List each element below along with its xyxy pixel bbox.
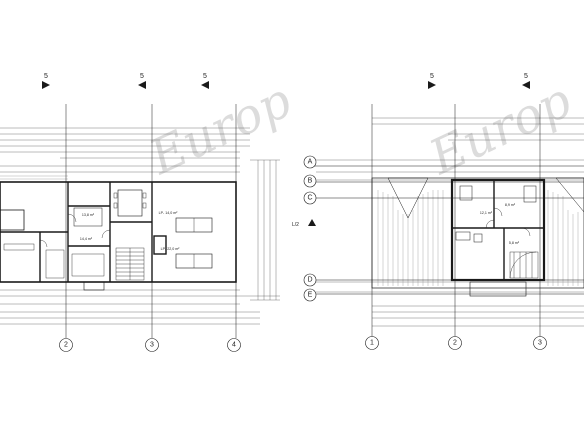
svg-text:5: 5 xyxy=(140,73,144,80)
svg-text:3: 3 xyxy=(538,340,542,347)
svg-text:L/2: L/2 xyxy=(292,222,299,228)
section-marker-left-3: 5 xyxy=(201,73,209,89)
svg-text:B: B xyxy=(308,178,313,185)
section-marker-left-1: 5 xyxy=(42,73,50,89)
room-area-label: 5,8 m² xyxy=(509,241,520,245)
svg-text:A: A xyxy=(308,159,313,166)
grid-row-b: B xyxy=(303,174,317,188)
grid-row-a: A xyxy=(303,155,317,169)
left-side-dimensions xyxy=(250,159,280,301)
svg-text:2: 2 xyxy=(64,342,68,349)
svg-text:2: 2 xyxy=(453,340,457,347)
left-bottom-dimensions xyxy=(0,289,280,325)
left-grid-axis-2: 2 xyxy=(59,338,73,352)
svg-text:1: 1 xyxy=(370,340,374,347)
svg-text:3: 3 xyxy=(150,342,154,349)
left-floor-plan xyxy=(0,127,280,325)
svg-text:4: 4 xyxy=(232,342,236,349)
svg-text:Europ: Europ xyxy=(420,72,579,186)
svg-text:5: 5 xyxy=(203,73,207,80)
grid-row-d: D xyxy=(303,273,317,287)
svg-text:D: D xyxy=(307,277,312,284)
watermark: Europ Europ xyxy=(140,72,579,186)
svg-text:E: E xyxy=(308,292,313,299)
right-grid-axis-1: 1 xyxy=(365,336,379,350)
svg-text:5: 5 xyxy=(524,73,528,80)
svg-text:5: 5 xyxy=(44,73,48,80)
left-grid-axis-4: 4 xyxy=(227,338,241,352)
room-area-label: 8,9 m² xyxy=(505,203,516,207)
level-mark: L/2 xyxy=(292,219,316,228)
room-area-label: 14,4 m² xyxy=(80,237,93,241)
room-area-label: 13,8 m² xyxy=(82,213,95,217)
section-marker-right-2: 5 xyxy=(522,73,530,89)
left-grid-axis-3: 3 xyxy=(145,338,159,352)
svg-text:C: C xyxy=(307,195,312,202)
section-marker-left-2: 5 xyxy=(138,73,146,89)
grid-row-c: C xyxy=(303,191,317,205)
room-area-label: LP- 22,0 m² xyxy=(161,247,181,251)
right-grid-axis-2: 2 xyxy=(448,336,462,350)
room-area-label: LP- 14,0 m² xyxy=(159,211,179,215)
left-top-dimensions xyxy=(0,127,250,173)
left-axis-lines xyxy=(65,104,237,338)
svg-text:5: 5 xyxy=(430,73,434,80)
right-axis-lines xyxy=(312,104,584,338)
room-area-label: 12,1 m² xyxy=(480,211,493,215)
right-grid-axis-3: 3 xyxy=(533,336,547,350)
section-marker-right-1: 5 xyxy=(428,73,436,89)
grid-row-e: E xyxy=(303,288,317,302)
